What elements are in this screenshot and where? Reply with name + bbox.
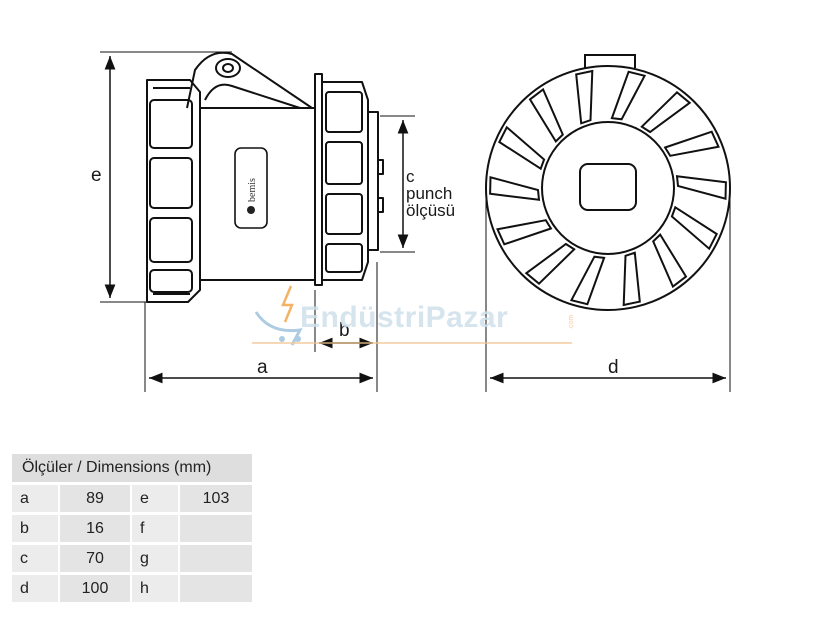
table-cell-key: d (12, 575, 58, 602)
table-cell-key: h (132, 575, 178, 602)
dim-label-c-olcusu: ölçüsü (406, 201, 455, 220)
table-cell-value: 100 (60, 575, 130, 602)
lightning-icon (281, 285, 294, 323)
dim-label-a: a (257, 357, 268, 378)
dim-label-e: e (91, 165, 102, 186)
front-ribs (489, 69, 727, 307)
dim-label-c-punch: punch (406, 184, 452, 203)
front-rib (575, 69, 594, 125)
front-rib (496, 219, 553, 246)
bemis-logo-icon (247, 206, 255, 214)
table-header: Ölçüler / Dimensions (mm) (12, 454, 252, 482)
table-row: d 100 h (12, 575, 252, 602)
dim-label-c: c (406, 167, 415, 186)
table-cell-value: 103 (180, 485, 252, 512)
front-rib (652, 233, 688, 289)
table-cell-key: c (12, 545, 58, 572)
table-cell-value (180, 515, 252, 542)
front-rib (640, 90, 692, 134)
front-rib (622, 251, 641, 307)
table-cell-key: b (12, 515, 58, 542)
table-cell-value (180, 545, 252, 572)
table-cell-key: f (132, 515, 178, 542)
front-view (485, 54, 731, 311)
technical-drawing: bemis e a b d c punch ölçüsü (91, 51, 731, 392)
table-cell-value: 16 (60, 515, 130, 542)
table-row: b 16 f (12, 515, 252, 542)
front-rib (569, 255, 606, 306)
bemis-logo-plate: bemis (234, 147, 268, 229)
cart-icon (254, 311, 303, 346)
front-rib (663, 130, 720, 157)
table-cell-value (180, 575, 252, 602)
side-view (146, 51, 384, 303)
watermark-tld: .com (568, 315, 575, 330)
table-cell-key: e (132, 485, 178, 512)
dim-label-d: d (608, 357, 619, 378)
table-cell-value: 89 (60, 485, 130, 512)
dimension-lines (100, 51, 731, 392)
front-rib (524, 242, 576, 286)
table-cell-key: g (132, 545, 178, 572)
bemis-logo-text: bemis (247, 178, 258, 202)
watermark: EndüstriPazar .com (252, 285, 575, 346)
front-rib (497, 125, 546, 171)
table-row: c 70 g (12, 545, 252, 572)
table-cell-key: a (12, 485, 58, 512)
dim-label-b: b (339, 320, 350, 341)
front-rib (528, 87, 564, 143)
front-rib (675, 175, 727, 200)
dimensions-table: Ölçüler / Dimensions (mm) a 89 e 103 b 1… (10, 451, 254, 605)
watermark-text: EndüstriPazar (300, 301, 508, 334)
front-rib (610, 70, 647, 121)
front-rib (489, 176, 541, 201)
front-rib (670, 205, 719, 251)
table-cell-value: 70 (60, 545, 130, 572)
table-row: a 89 e 103 (12, 485, 252, 512)
